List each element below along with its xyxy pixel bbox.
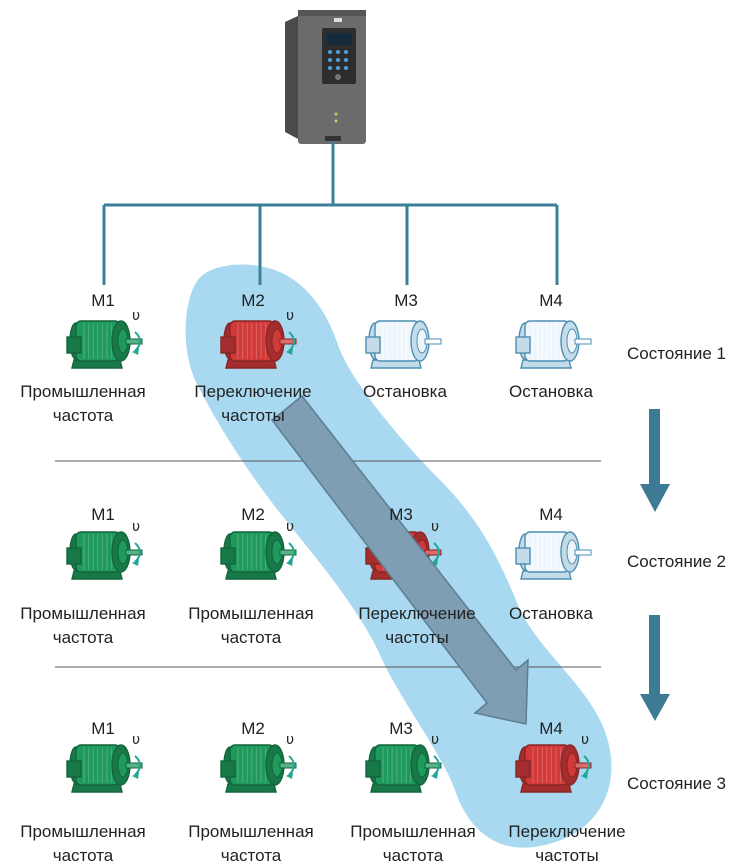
motor-name-label: M3 [394,291,418,310]
motor-name-label: M3 [389,719,413,738]
rotation-icon: υ [132,519,140,535]
state-transition-arrow-icon [640,409,670,512]
motor-icon: υ [220,519,297,580]
motor-name-label: M1 [91,291,115,310]
state-label: Состояние 3 [627,774,727,793]
motor-icon: υ [365,732,442,793]
motor-name-label: M1 [91,719,115,738]
rotation-icon: υ [286,519,294,535]
motor-icon: υ [66,732,143,793]
motor-icon: υ [66,519,143,580]
motor-name-label: M4 [539,719,563,738]
frequency-converter-icon [285,10,366,144]
motor-status-caption: Остановка [509,604,593,623]
motor-name-label: M2 [241,505,265,524]
motor-icon [515,531,592,580]
motor-status-caption: Остановка [363,382,447,401]
motor-icon: υ [515,732,592,793]
rotation-icon: υ [581,732,589,748]
rotation-icon: υ [431,732,439,748]
motor-name-label: M2 [241,719,265,738]
rotation-icon: υ [286,732,294,748]
rotation-icon: υ [286,308,294,324]
motor-name-label: M2 [241,291,265,310]
motor-name-label: M4 [539,505,563,524]
motor-icon: υ [220,732,297,793]
motor-icon: υ [220,308,297,369]
motor-icon [515,320,592,369]
motor-name-label: M4 [539,291,563,310]
motor-name-label: M3 [389,505,413,524]
motor-name-label: M1 [91,505,115,524]
state-label: Состояние 1 [627,344,727,363]
rotation-icon: υ [132,308,140,324]
motor-status-caption: Остановка [509,382,593,401]
rotation-icon: υ [431,519,439,535]
motor-icon [365,320,442,369]
motor-icon: υ [66,308,143,369]
power-bus-lines [102,142,559,285]
switching-sequence-arrow [270,394,529,725]
state-transition-arrow-icon [640,615,670,721]
state-label: Состояние 2 [627,552,727,571]
rotation-icon: υ [132,732,140,748]
